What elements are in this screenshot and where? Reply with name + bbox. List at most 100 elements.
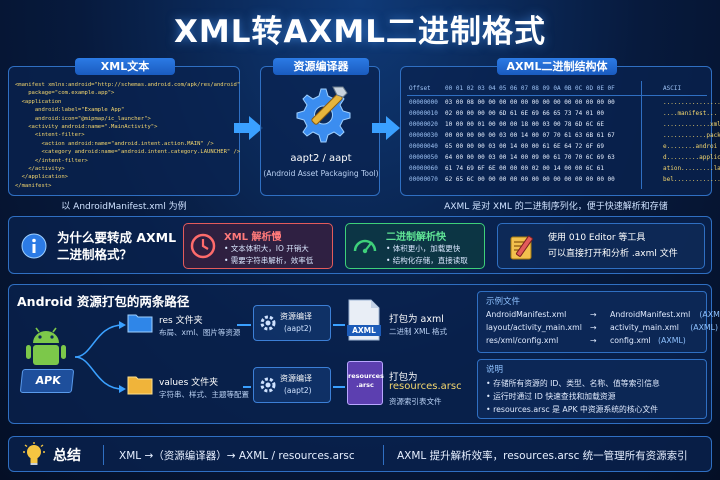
example-arrow: → [590,310,597,319]
gear-icon [260,377,276,393]
example-row: layout/activity_main.xml→activity_main.x… [486,321,718,334]
hex-header-rule [407,95,707,96]
hex-ascii: bel............. [663,176,720,183]
paths-section: Android 资源打包的两条路径 APK res 文件夹 布局、xml、图片等… [8,284,720,424]
note-item-1: • 存储所有资源的 ID、类型、名称、值等索引信息 [486,379,660,388]
xml-code-line: android:icon="@mipmap/ic_launcher"> [15,115,151,122]
paths-title: Android 资源打包的两条路径 [17,294,190,309]
summary-divider [103,445,104,465]
hex-header-offset: Offset [409,85,431,92]
example-arrow: → [590,323,597,332]
why-question: 为什么要转成 AXML 二进制格式？ [57,230,177,262]
xml-code-line: </manifest> [15,182,52,189]
slow-point-2: • 需要字符串解析，效率低 [224,256,314,265]
hex-bytes: 00 00 00 00 00 03 00 14 00 07 70 61 63 6… [445,132,615,139]
fast-box: 二进制解析快 • 体积更小，加载更快 • 结构化存储，直接读取 [345,223,485,269]
slow-title: XML 解析慢 [224,232,282,243]
hex-ascii: .............xmln [663,121,720,128]
axml-structure-panel: AXML二进制结构体 Offset 00 01 02 03 04 05 06 0… [400,58,720,196]
xml-code-line: <activity android:name=".MainActivity"> [15,124,158,131]
example-row: res/xml/config.xml→config.xml(AXML) [486,334,704,347]
example-src: layout/activity_main.xml [486,323,582,332]
compiler-node-2: 资源编译 (aapt2) [253,367,331,403]
gauge-fast-icon [353,239,377,254]
hex-ascii: ation.........la [663,165,720,172]
xml-code-line: <application [15,98,62,105]
apk-label: APK [34,374,62,387]
xml-text-tag: XML文本 [75,58,175,75]
hex-bytes: 64 00 00 00 03 00 14 00 09 00 61 70 70 6… [445,154,615,161]
hex-row: 00000010 02 00 00 00 00 6D 61 6E 69 66 65… [409,110,717,121]
xml-text-panel: XML文本 <manifest xmlns:android="http://sc… [8,58,240,196]
editor-box: 使用 010 Editor 等工具 可以直接打开和分析 .axml 文件 [497,223,705,269]
pack-axml-sub: 二进制 XML 格式 [389,327,448,336]
hex-ascii: ....manifest... [663,110,718,117]
compiler-node-2-sub: (aapt2) [284,386,312,395]
editor-line-1: 使用 010 Editor 等工具 [548,233,646,243]
hex-bytes: 03 00 08 00 00 00 00 00 00 00 00 00 00 0… [445,99,615,106]
arrow-head-2 [386,116,400,140]
apk-box: APK [19,369,75,393]
values-folder-label: values 文件夹 [159,378,219,388]
hex-ascii: e........androi [663,143,718,150]
res-folder-label: res 文件夹 [159,316,203,326]
values-folder-icon [127,376,153,395]
hex-row: 00000050 64 00 00 00 03 00 14 00 09 00 61… [409,154,720,165]
hex-header-cols: 00 01 02 03 04 05 06 07 08 09 0A 0B 0C 0… [445,85,615,92]
arrow-res-to-compiler [237,324,251,326]
xml-code-line: android:label="Example App" [15,107,125,114]
res-folder-desc: 布局、xml、图片等资源 [159,328,241,337]
hex-off: 00000050 [409,154,438,161]
hex-ascii: d.........applic [663,154,720,161]
axml-structure-tag: AXML二进制结构体 [497,58,617,75]
note-item-3: • resources.arsc 是 APK 中资源系统的核心文件 [486,405,659,414]
branch-lines [74,321,126,393]
example-src: AndroidManifest.xml [486,310,567,319]
hex-bytes: 62 65 6C 00 00 00 00 00 00 00 00 00 00 0… [445,176,615,183]
res-folder-icon [127,314,153,333]
lightbulb-icon [23,442,45,465]
xml-code-line: </activity> [15,166,65,173]
arrow-values-to-compiler [243,386,251,388]
fast-point-2: • 结构化存储，直接读取 [386,256,468,265]
example-arrow: → [590,336,597,345]
hex-off: 00000060 [409,165,438,172]
hex-bytes: 02 00 00 00 00 6D 61 6E 69 66 65 73 74 0… [445,110,604,117]
hex-off: 00000010 [409,110,438,117]
examples-box: 示例文件 AndroidManifest.xml→AndroidManifest… [477,291,720,353]
summary-conclusion: AXML 提升解析效率，resources.arsc 统一管理所有资源索引 [397,450,688,462]
gear-icon [260,315,276,331]
compiler-node-2-label: 资源编译 [280,374,312,383]
arrow-compiler-to-axml [372,123,388,133]
fast-point-1: • 体积更小，加载更快 [386,244,461,253]
notes-title: 说明 [486,365,504,375]
page-title: XML转AXML二进制格式 [174,14,546,50]
hex-ascii-divider [641,81,642,189]
hex-bytes: 65 00 00 00 03 00 14 00 00 61 6E 64 72 6… [445,143,604,150]
summary-label: 总结 [53,448,81,464]
example-tag: (AXML) [699,310,720,319]
editor-line-2: 可以直接打开和分析 .axml 文件 [548,249,678,259]
xml-code-line: <intent-filter> [15,132,85,139]
xml-code-line: <action android:name="android.intent.act… [15,140,214,147]
note-item-2: • 运行时通过 ID 快速查找和加载资源 [486,392,616,401]
xml-caption: 以 AndroidManifest.xml 为例 [61,202,187,212]
hex-off: 00000000 [409,99,438,106]
xml-code-line: </intent-filter> [15,157,88,164]
arsc-doc-icon: resources .arsc [347,361,384,405]
hex-ascii: ................ [663,99,720,106]
xml-code-line: package="com.example.app"> [15,90,115,97]
arrow-xml-to-compiler [234,123,250,133]
clock-slow-icon [190,233,216,259]
hex-off: 00000020 [409,121,438,128]
axml-doc-label: AXML [352,326,376,335]
notes-box: 说明 • 存储所有资源的 ID、类型、名称、值等索引信息 • 运行时通过 ID … [477,359,707,419]
slow-point-1: • 文本体积大，IO 开销大 [224,244,309,253]
pack-arsc-sub: 资源索引表文件 [389,397,442,406]
arrow-compiler-to-arsc-doc [333,386,345,388]
pack-arsc-file: resources.arsc [389,381,462,392]
